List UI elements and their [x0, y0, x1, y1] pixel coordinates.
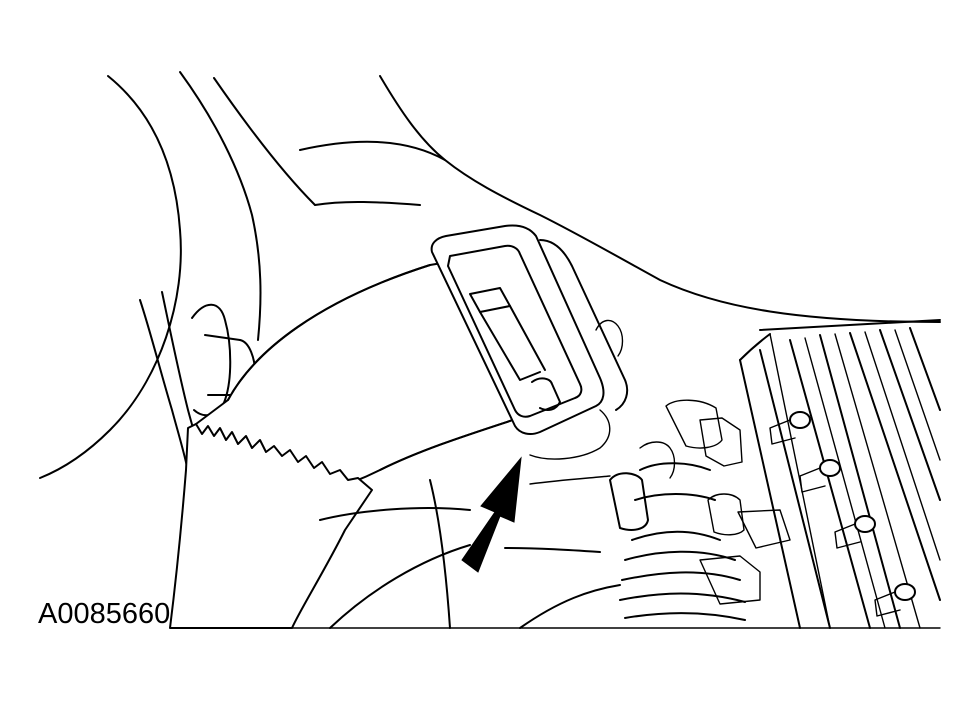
torn-cover	[169, 423, 373, 629]
arrow-icon	[461, 456, 522, 573]
strap-clip	[430, 224, 629, 460]
lower-panel	[319, 475, 621, 629]
control-module	[739, 319, 941, 629]
body-panel-left	[39, 71, 941, 479]
wire-harness	[609, 399, 791, 621]
figure-id-label: A0085660	[38, 598, 171, 630]
